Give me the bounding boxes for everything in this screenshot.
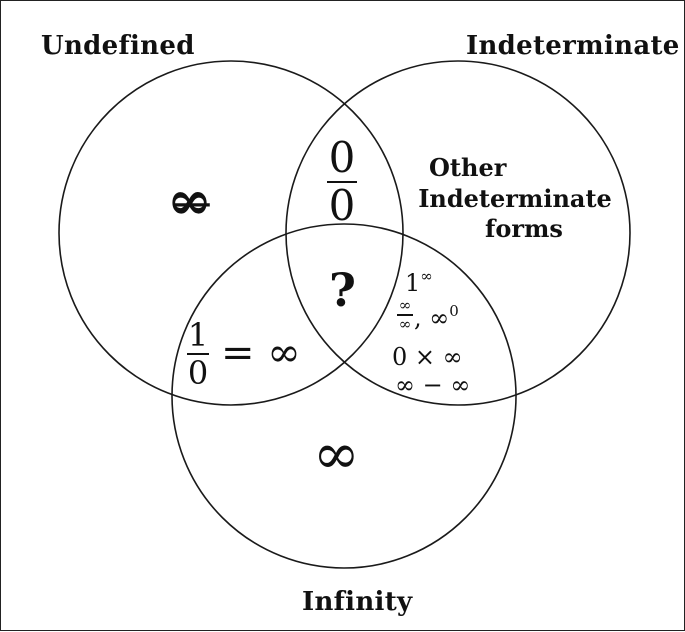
center-question-mark: ? — [329, 263, 356, 317]
infinity-only-symbol: ∞ — [313, 422, 360, 487]
zero-over-zero-fraction: 0 0 — [327, 137, 357, 227]
label-line-indeterminate: Indeterminate — [418, 183, 612, 213]
label-line-other: Other — [429, 153, 507, 182]
form-exponent: 0 — [449, 302, 459, 320]
label-line-forms: forms — [485, 214, 563, 244]
form-exponent: ∞ — [420, 267, 433, 285]
other-indeterminate-forms-label: Other Indeterminate forms — [409, 153, 621, 245]
fraction-denominator: ∞ — [398, 314, 412, 333]
equals-infinity: = ∞ — [221, 330, 301, 376]
fraction-denominator: 0 — [187, 354, 209, 392]
infinity-circle — [171, 223, 517, 569]
zero-times-infinity-form: 0 × ∞ — [392, 343, 463, 371]
indeterminate-circle — [285, 60, 631, 406]
fraction-bar — [397, 314, 413, 316]
one-over-zero-fraction: 1 0 — [187, 319, 209, 389]
infinity-to-zero-form: , ∞0 — [414, 302, 459, 332]
infinity-over-infinity-fraction: ∞ ∞ — [397, 298, 413, 332]
indeterminate-set-label: Indeterminate — [466, 31, 680, 61]
fraction-numerator: 1 — [187, 316, 209, 354]
infinity-minus-infinity-form: ∞ − ∞ — [395, 371, 471, 399]
fraction-denominator: 0 — [328, 181, 356, 230]
fraction-numerator: ∞ — [398, 296, 412, 314]
undefined-circle — [58, 60, 404, 406]
form-base: 1 — [405, 269, 421, 297]
form-base: , ∞ — [414, 304, 450, 332]
fraction-bar — [187, 353, 209, 355]
undefined-set-label: Undefined — [41, 31, 195, 61]
fraction-numerator: 0 — [328, 133, 356, 182]
fraction-bar — [327, 181, 357, 183]
one-to-infinity-form: 1∞ — [405, 267, 433, 297]
infinity-set-label: Infinity — [302, 587, 413, 617]
undefined-only-symbol: ∞̶ — [167, 168, 212, 232]
